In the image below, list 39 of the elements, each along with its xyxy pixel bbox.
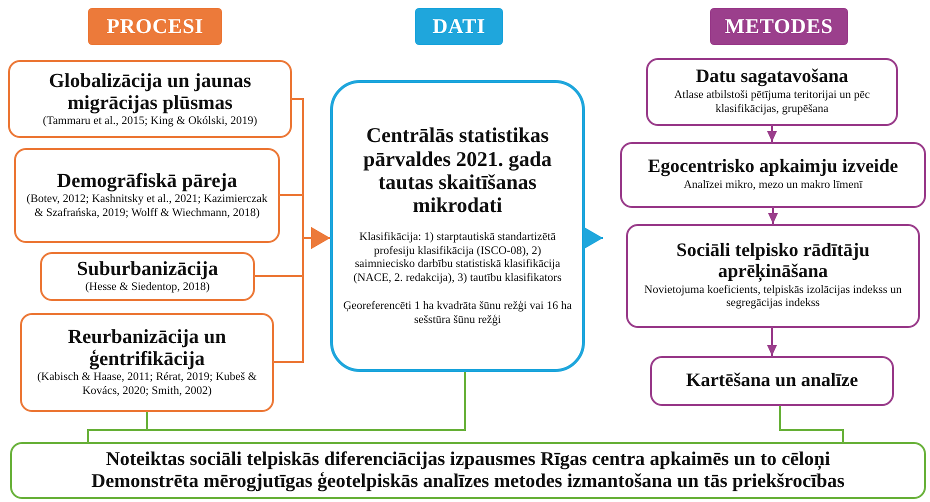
box-title: Demogrāfiskā pāreja	[56, 170, 238, 192]
method-box	[626, 224, 920, 328]
box-title: Reurbanizācija un ģentrifikācija	[66, 326, 228, 370]
description: Analīzei mikro, mezo un makro līmenī	[684, 179, 862, 193]
box-title: Suburbanizācija	[76, 258, 218, 280]
category-banner: PROCESI	[88, 8, 222, 45]
box-title: Kartēšana un analīze	[686, 370, 858, 392]
process-box	[14, 148, 280, 243]
data-box	[330, 80, 585, 372]
citation: (Botev, 2012; Kashnitsky et al., 2021; Kazimierczak & Szafrańska, 2019; Wolff & Wiechmann, 2018)	[25, 193, 268, 221]
method-box	[620, 142, 926, 208]
process-box	[40, 252, 255, 301]
connector-line	[779, 406, 844, 442]
citation: (Hesse & Siedentop, 2018)	[85, 281, 210, 295]
arrow	[274, 227, 330, 363]
category-banner: METODES	[710, 8, 848, 45]
description: Ģeoreferencēti 1 ha kvadrāta šūnu režģi vai 16 ha sešstūra šūnu režģi	[343, 300, 572, 328]
box-title: Centrālās statistikas pārvaldes 2021. gada tautas skaitīšanas mikrodati	[362, 124, 553, 217]
box-title: Noteiktas sociāli telpiskās diferenciācijas izpausmes Rīgas centra apkaimēs un to cēloņi	[106, 449, 830, 470]
arrow	[767, 126, 777, 142]
method-box	[650, 356, 894, 406]
category-banner: DATI	[415, 8, 503, 45]
arrow	[584, 227, 603, 249]
citation: (Kabisch & Haase, 2011; Rérat, 2019; Kubeš & Kovács, 2020; Smith, 2002)	[36, 371, 258, 399]
result-box	[10, 442, 926, 499]
process-box	[20, 313, 274, 412]
description: Novietojuma koeficients, telpiskās izolācijas indekss un segregācijas indekss	[643, 284, 903, 312]
method-box	[646, 58, 898, 126]
box-title: Sociāli telpisko rādītāju aprēķināšana	[675, 240, 871, 283]
process-box	[8, 60, 292, 138]
box-title: Globalizācija un jaunas migrācijas plūsmas	[48, 70, 252, 114]
box-title: Demonstrēta mērogjutīgas ģeotelpiskās analīzes metodes izmantošana un tās priekšrocības	[91, 470, 845, 492]
box-title: Egocentrisko apkaimju izveide	[648, 157, 898, 178]
box-title: Datu sagatavošana	[696, 67, 848, 88]
arrow	[768, 208, 778, 224]
arrow	[767, 328, 777, 356]
citation: (Tammaru et al., 2015; King & Okólski, 2019)	[42, 114, 258, 128]
description: Atlase atbilstoši pētījuma teritorijai un pēc klasifikācijas, grupēšana	[673, 89, 871, 117]
description: Klasifikācija: 1) starptautiskā standartizētā profesiju klasifikācija (ISCO-08), 2) saimniecisko darbību statistiskā klasifikācija (NACE, 2. redakcija), 3) tautību klasifikators	[352, 230, 563, 286]
